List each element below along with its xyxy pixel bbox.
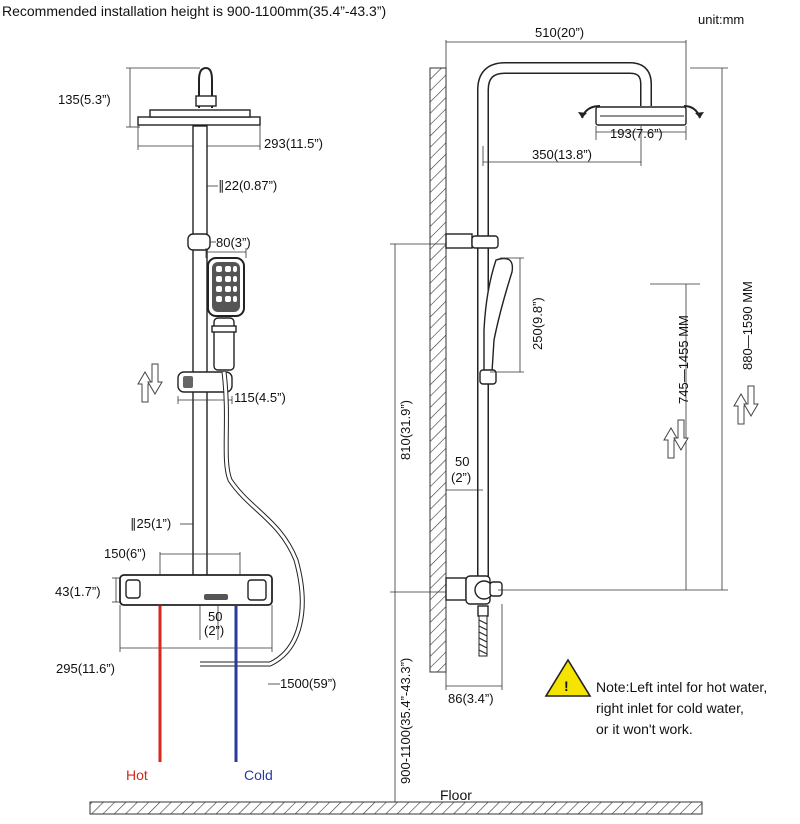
head-height-dim: 135(5.3”) bbox=[58, 92, 111, 107]
handset-holder bbox=[187, 233, 211, 251]
shower-arm-top bbox=[198, 66, 213, 108]
head-width-dim: 293(11.5”) bbox=[264, 136, 323, 151]
note-line-2: right inlet for cold water, bbox=[596, 700, 744, 716]
front-view: 135(5.3”) 293(11.5”) ∥22(0.87”) 80(3”) bbox=[55, 66, 336, 783]
warning-icon bbox=[544, 658, 592, 697]
hot-label: Hot bbox=[126, 767, 148, 783]
pipe-offset-bottom-dim: (2”) bbox=[451, 470, 471, 485]
thermostatic-valve bbox=[119, 574, 273, 606]
upper-bracket bbox=[445, 233, 473, 249]
pipe-diameter-top-dim: ∥22(0.87”) bbox=[218, 178, 277, 193]
slider-width-dim: 115(4.5”) bbox=[234, 390, 286, 405]
side-view: 510(20”) 193(7.6”) 350(13.8”) 250(9.8”) bbox=[89, 25, 759, 815]
valve-handle-side bbox=[489, 581, 503, 597]
flow-knob bbox=[247, 579, 267, 601]
note-line-3: or it won't work. bbox=[596, 721, 693, 737]
handset-length-dim: 250(9.8”) bbox=[530, 297, 545, 350]
floor bbox=[89, 801, 703, 815]
center-offset-top-dim: 50 bbox=[208, 609, 222, 624]
floor-label: Floor bbox=[440, 787, 472, 803]
valve-to-bracket-dim: 810(31.9”) bbox=[398, 400, 413, 460]
svg-text:!: ! bbox=[564, 678, 569, 694]
note-line-1: Note:Left intel for hot water, bbox=[596, 679, 767, 695]
pipe-diameter-lower-dim: ∥25(1”) bbox=[130, 516, 171, 531]
hose-length-dim: 1500(59”) bbox=[280, 676, 336, 691]
arm-length-dim: 510(20”) bbox=[535, 25, 584, 40]
valve-depth-dim: 86(3.4”) bbox=[448, 691, 494, 706]
slider-knob bbox=[183, 376, 193, 388]
handset-width-dim: 80(3”) bbox=[216, 235, 251, 250]
center-offset-bottom-dim: (2”) bbox=[204, 623, 224, 638]
riser-pipe bbox=[192, 125, 208, 579]
shower-head-front bbox=[137, 116, 261, 126]
pipe-offset-top-dim: 50 bbox=[455, 454, 469, 469]
adjust-arrows-icon bbox=[137, 363, 163, 403]
hose-side bbox=[478, 615, 488, 657]
handset-side bbox=[483, 257, 514, 373]
wall bbox=[429, 67, 447, 673]
valve-wall-mount bbox=[445, 577, 467, 601]
head-diameter-dim: 193(7.6”) bbox=[610, 126, 663, 141]
head-reach-dim: 350(13.8”) bbox=[532, 147, 592, 162]
adjust-range-arrows-icon bbox=[663, 419, 689, 459]
valve-height-dim: 43(1.7”) bbox=[55, 584, 101, 599]
valve-width-dim: 295(11.6”) bbox=[56, 661, 115, 676]
handset-slider-side bbox=[479, 369, 497, 385]
header-title: Recommended installation height is 900-1… bbox=[2, 3, 386, 19]
side-riser bbox=[477, 62, 652, 580]
arm-collar bbox=[195, 95, 217, 107]
shower-head-top bbox=[149, 109, 251, 118]
handset-nozzles bbox=[216, 266, 237, 302]
unit-label: unit:mm bbox=[698, 12, 744, 27]
inlet-spacing-dim: 150(6”) bbox=[104, 546, 146, 561]
handset-holder-side bbox=[471, 235, 499, 249]
cold-label: Cold bbox=[244, 767, 273, 783]
handset-collar bbox=[211, 325, 237, 333]
valve-outlet bbox=[204, 594, 228, 600]
warning-note: ! Note:Left intel for hot water, right i… bbox=[544, 658, 767, 737]
total-height-dim: 880—1590 MM bbox=[740, 281, 755, 370]
temperature-knob bbox=[125, 579, 141, 599]
adjust-range-dim: 745—1455 MM bbox=[676, 315, 691, 404]
total-height-arrows-icon bbox=[733, 385, 759, 425]
install-height-dim: 900-1100(35.4”-43.3”) bbox=[398, 658, 413, 784]
